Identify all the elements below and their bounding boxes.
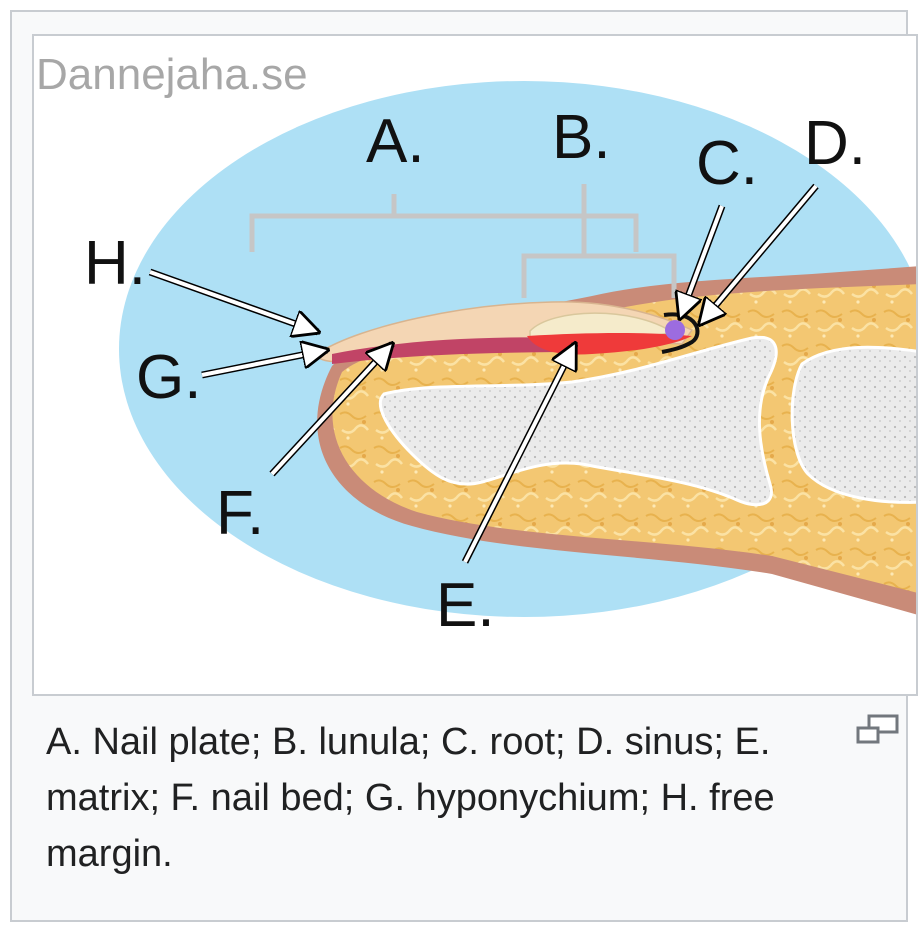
middle-phalanx-bone	[790, 345, 916, 504]
label-h: H.	[84, 229, 146, 298]
enlarge-icon[interactable]	[855, 713, 901, 747]
arrow-c	[680, 204, 726, 318]
bracket-b	[521, 184, 677, 298]
arrow-h	[148, 268, 318, 332]
arrow-g	[201, 350, 327, 379]
figure-caption: A. Nail plate; B. lunula; C. root; D. si…	[46, 721, 775, 875]
arrow-d	[700, 183, 819, 324]
watermark: Dannejaha.se	[36, 50, 308, 99]
arrow-f	[269, 344, 392, 477]
nail-bed	[332, 337, 592, 364]
nail-root	[665, 320, 685, 340]
label-f: F.	[216, 479, 264, 548]
label-c: C.	[696, 129, 758, 198]
label-g: G.	[136, 343, 201, 412]
bracket-a	[249, 194, 639, 252]
distal-phalanx-bone	[378, 335, 778, 507]
label-d: D.	[804, 109, 866, 178]
label-e: E.	[436, 571, 495, 640]
diagram-image[interactable]: A. B. C. D. H. G. F. E. Dannejaha.se	[32, 34, 918, 696]
nail-anatomy-diagram: A. B. C. D. H. G. F. E.	[84, 81, 916, 640]
label-a: A.	[366, 107, 425, 176]
label-b: B.	[552, 103, 611, 172]
arrow-e	[461, 344, 579, 564]
figure-thumbnail: A. B. C. D. H. G. F. E. Dannejaha.se A. …	[10, 10, 918, 922]
